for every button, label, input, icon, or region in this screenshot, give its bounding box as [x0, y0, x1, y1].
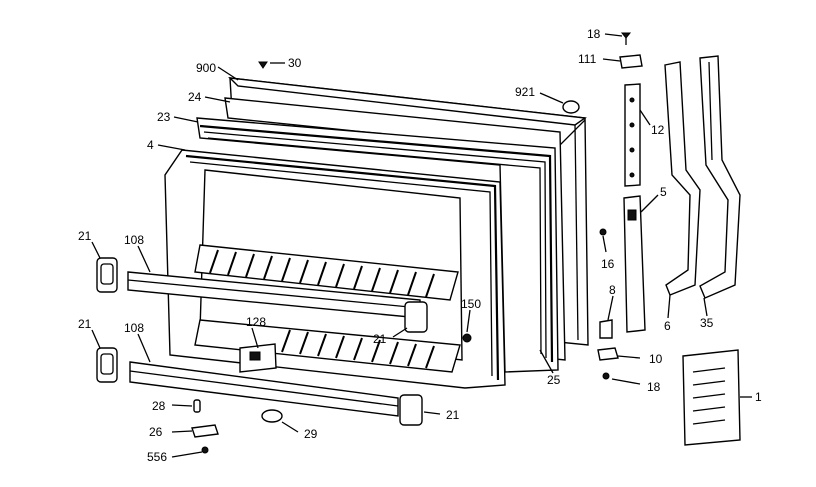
screw-30 — [258, 61, 268, 69]
part-8 — [599, 319, 613, 339]
handle-6 — [664, 61, 701, 296]
leader-lines — [91, 33, 752, 458]
shelf-cap-lower-right — [399, 394, 423, 426]
part-26 — [191, 424, 219, 438]
callout-5: 5 — [660, 185, 667, 199]
callout-24: 24 — [188, 90, 202, 104]
hinge-cap-111 — [619, 54, 643, 69]
callout-6: 6 — [664, 319, 671, 333]
center-bracket — [239, 343, 277, 373]
part-28 — [193, 399, 201, 413]
callout-128: 128 — [246, 315, 266, 329]
manual-booklet — [682, 349, 741, 446]
handle-35 — [699, 55, 741, 299]
callout-26: 26 — [149, 425, 163, 439]
lower-shelf-bar — [129, 361, 399, 417]
callout-21-lower-right: 21 — [446, 408, 460, 422]
callout-28: 28 — [152, 399, 166, 413]
shelf-cap-upper-left — [96, 257, 118, 293]
shelf-cap-middle-left — [96, 347, 118, 383]
callout-18-top: 18 — [587, 27, 601, 41]
callout-35: 35 — [700, 316, 714, 330]
plug-cap — [562, 100, 580, 114]
screw-18-top — [620, 32, 632, 45]
callout-10: 10 — [649, 352, 663, 366]
callout-556: 556 — [147, 450, 167, 464]
callout-1: 1 — [755, 390, 762, 404]
callout-921: 921 — [515, 85, 535, 99]
callout-labels: 18 111 900 30 921 24 23 12 4 5 21 108 16… — [78, 27, 762, 464]
callout-111: 111 — [578, 52, 597, 66]
callout-29: 29 — [304, 427, 318, 441]
foot-29 — [261, 409, 283, 423]
upper-shelf-ribs — [209, 249, 435, 298]
inner-door-liner — [164, 149, 506, 389]
screw-150 — [462, 333, 472, 343]
callout-150: 150 — [461, 297, 481, 311]
callout-23: 23 — [157, 110, 171, 124]
screw-18-low — [602, 372, 610, 380]
lower-shelf-ribs — [281, 329, 435, 369]
hinge-bracket-5 — [623, 195, 646, 333]
callout-12: 12 — [651, 123, 665, 137]
callout-8: 8 — [609, 283, 616, 297]
callout-108-upper: 108 — [124, 233, 144, 247]
hinge-plate-12 — [624, 83, 641, 187]
callout-21-lower-left: 21 — [78, 317, 92, 331]
callout-30: 30 — [288, 56, 302, 70]
part-10 — [597, 347, 619, 361]
callout-4: 4 — [147, 138, 154, 152]
shelf-cap-middle-right — [404, 301, 428, 333]
callout-21-upper-left: 21 — [78, 229, 92, 243]
screw-556 — [201, 446, 209, 454]
screw-16 — [599, 228, 607, 236]
callout-25: 25 — [547, 373, 561, 387]
callout-16: 16 — [601, 257, 615, 271]
callout-21-middle: 21 — [373, 332, 387, 346]
callout-900: 900 — [196, 61, 216, 75]
callout-18-low: 18 — [647, 380, 661, 394]
callout-108-lower: 108 — [124, 321, 144, 335]
